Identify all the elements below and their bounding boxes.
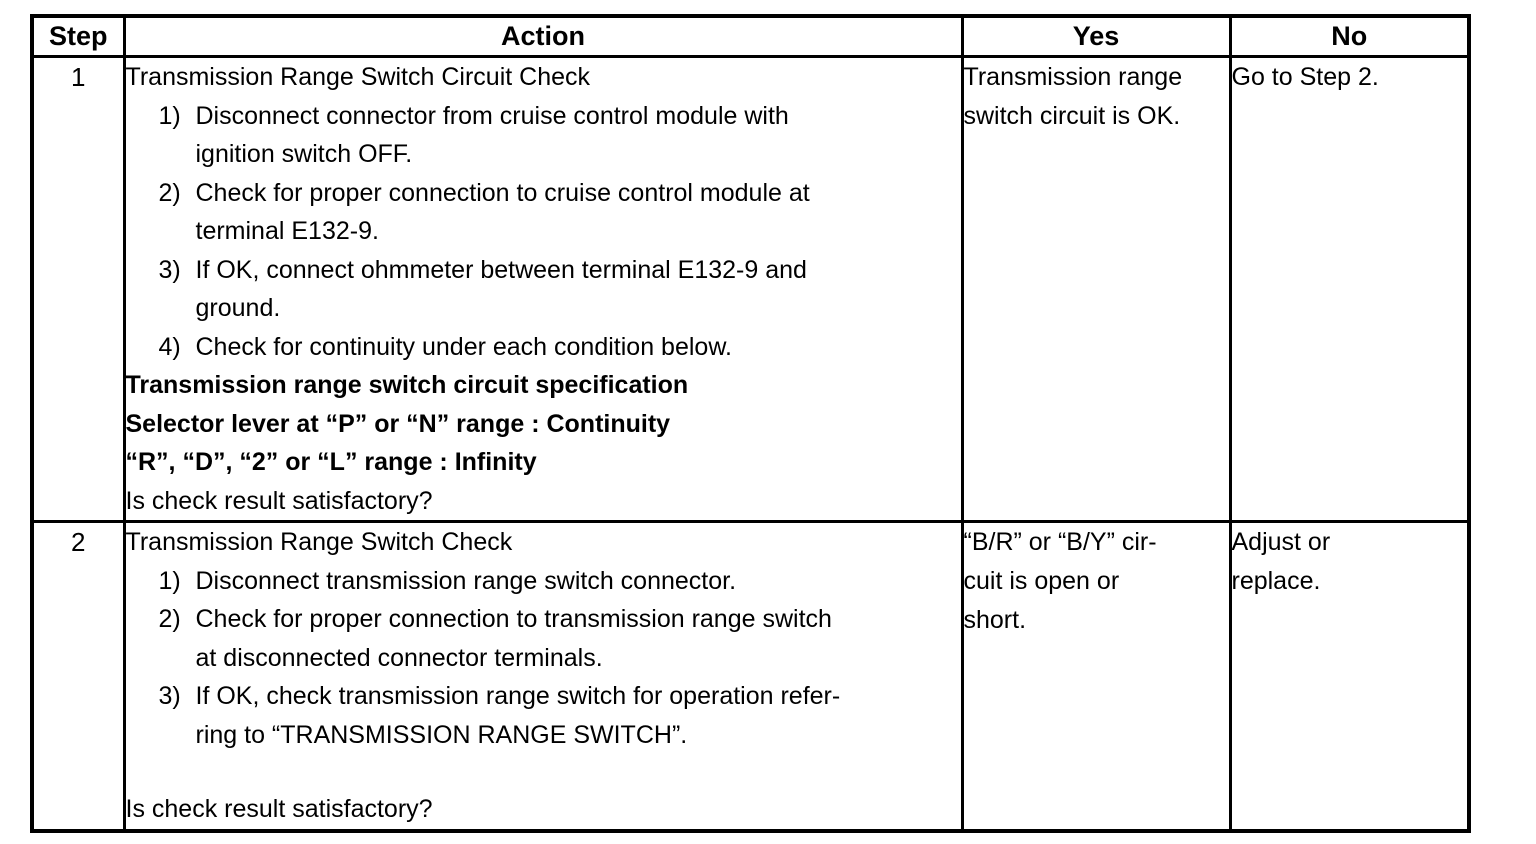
spec-line: Transmission range switch circuit specif… xyxy=(125,371,689,399)
yes-line: Transmission range xyxy=(963,63,1183,91)
action-cell: Transmission Range Switch Check 1) Disco… xyxy=(122,520,964,832)
action-item: 2) Check for proper connection to transm… xyxy=(127,600,959,677)
table-row-step-1: 1 Transmission Range Switch Circuit Chec… xyxy=(30,55,1471,523)
item-line: Check for continuity under each conditio… xyxy=(195,332,732,361)
question-line: Is check result satisfactory? xyxy=(125,795,433,823)
no-cell: Go to Step 2. xyxy=(1228,55,1471,523)
item-line: Disconnect connector from cruise control… xyxy=(195,101,789,130)
question-line: Is check result satisfactory? xyxy=(125,486,433,515)
item-line: If OK, connect ohmmeter between terminal… xyxy=(195,255,807,284)
header-cell-action: Action xyxy=(122,14,964,58)
step-number: 2 xyxy=(30,520,126,832)
item-line: Disconnect transmission range switch con… xyxy=(195,566,737,595)
item-number: 3) xyxy=(158,255,181,284)
action-item: 4) Check for continuity under each condi… xyxy=(127,328,959,367)
action-title: Transmission Range Switch Circuit Check xyxy=(125,63,591,91)
yes-line: “B/R” or “B/Y” cir- xyxy=(963,528,1157,556)
action-item: 3) If OK, check transmission range switc… xyxy=(127,677,959,754)
action-item: 2) Check for proper connection to cruise… xyxy=(127,174,959,251)
item-number: 3) xyxy=(158,682,181,710)
diagnostic-table: Step Action Yes No 1 Transmission Range … xyxy=(30,14,1471,833)
no-cell: Adjust or replace. xyxy=(1228,520,1471,832)
step-number: 1 xyxy=(30,55,126,523)
action-title: Transmission Range Switch Check xyxy=(125,528,513,556)
no-line: replace. xyxy=(1231,567,1321,595)
yes-cell: “B/R” or “B/Y” cir- cuit is open or shor… xyxy=(960,520,1232,832)
item-number: 1) xyxy=(158,101,181,130)
yes-cell: Transmission range switch circuit is OK. xyxy=(960,55,1232,523)
table-row-step-2: 2 Transmission Range Switch Check 1) Dis… xyxy=(30,520,1471,832)
spec-line: “R”, “D”, “2” or “L” range : Infinity xyxy=(125,448,537,476)
no-line: Go to Step 2. xyxy=(1231,63,1379,91)
header-row: Step Action Yes No xyxy=(30,14,1471,58)
item-number: 4) xyxy=(158,332,181,361)
item-line: ignition switch OFF. xyxy=(195,140,413,168)
item-line: Check for proper connection to cruise co… xyxy=(195,178,810,207)
header-cell-no: No xyxy=(1228,14,1471,58)
header-cell-yes: Yes xyxy=(960,14,1232,58)
action-item: 3) If OK, connect ohmmeter between termi… xyxy=(127,251,959,328)
spec-line: Selector lever at “P” or “N” range : Con… xyxy=(125,409,671,438)
item-line: terminal E132-9. xyxy=(195,217,379,245)
item-line: If OK, check transmission range switch f… xyxy=(195,682,841,710)
item-number: 1) xyxy=(158,566,181,595)
no-line: Adjust or xyxy=(1231,528,1331,556)
item-line: at disconnected connector terminals. xyxy=(195,643,603,672)
item-line: ring to “TRANSMISSION RANGE SWITCH”. xyxy=(195,720,688,749)
action-cell: Transmission Range Switch Circuit Check … xyxy=(122,55,964,523)
item-line: ground. xyxy=(195,294,281,322)
action-item: 1) Disconnect connector from cruise cont… xyxy=(127,97,959,174)
yes-line: short. xyxy=(963,606,1027,634)
item-number: 2) xyxy=(158,178,181,207)
yes-line: cuit is open or xyxy=(963,567,1120,595)
yes-line: switch circuit is OK. xyxy=(963,102,1181,130)
item-line: Check for proper connection to transmiss… xyxy=(195,605,832,633)
header-cell-step: Step xyxy=(30,14,126,58)
action-item: 1) Disconnect transmission range switch … xyxy=(127,562,959,601)
item-number: 2) xyxy=(158,605,181,633)
